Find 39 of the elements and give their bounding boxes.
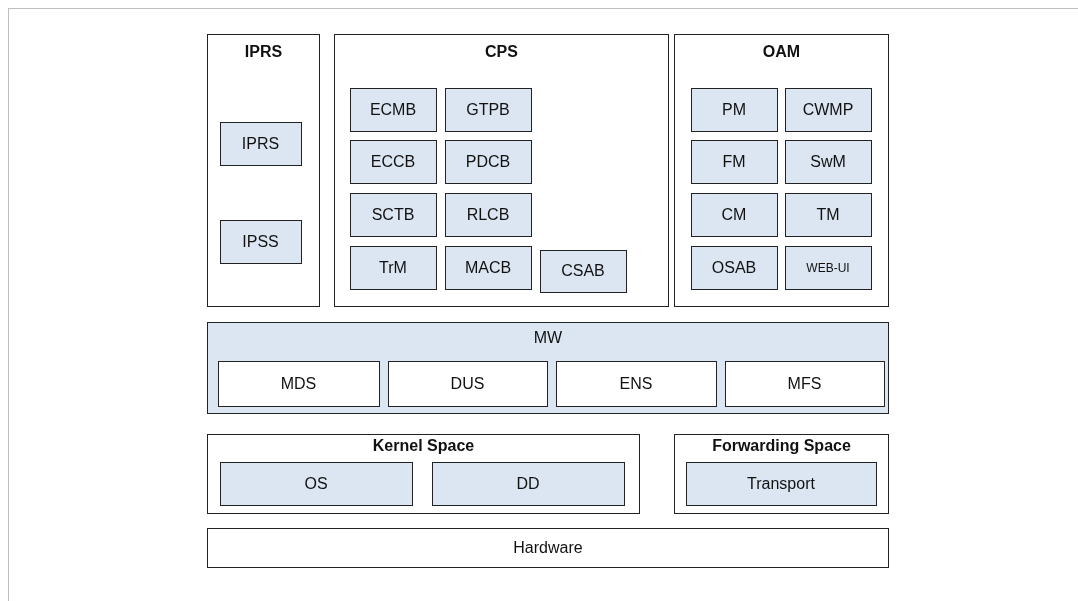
module-box: RLCB: [444, 192, 532, 237]
group-panel: [674, 434, 889, 514]
service-box: Hardware: [207, 528, 889, 568]
module-box: WEB-UI: [784, 245, 872, 290]
module-box: ECCB: [349, 139, 437, 184]
group-panel: [207, 34, 320, 307]
group-title: IPRS: [243, 43, 284, 61]
module-box: ECMB: [349, 87, 437, 132]
service-box: MFS: [724, 360, 885, 407]
module-box: IPRS: [219, 121, 302, 166]
service-box: DUS: [387, 360, 548, 407]
group-title: CPS: [484, 43, 519, 61]
module-box: SCTB: [349, 192, 437, 237]
group-panel: [334, 34, 669, 307]
module-box: PM: [690, 87, 778, 132]
layer-band: [207, 322, 889, 414]
group-panel: [207, 434, 640, 514]
module-box: CSAB: [539, 249, 627, 293]
group-panel: [674, 34, 889, 307]
module-box: DD: [431, 461, 625, 506]
service-box: MDS: [217, 360, 380, 407]
module-box: Transport: [685, 461, 877, 506]
group-title: Kernel Space: [371, 437, 476, 455]
group-title: OAM: [761, 43, 802, 61]
module-box: CM: [690, 192, 778, 237]
module-box: TrM: [349, 245, 437, 290]
group-title: MW: [532, 329, 564, 347]
module-box: OS: [219, 461, 413, 506]
module-box: CWMP: [784, 87, 872, 132]
module-box: MACB: [444, 245, 532, 290]
module-box: TM: [784, 192, 872, 237]
service-box: ENS: [555, 360, 717, 407]
module-box: FM: [690, 139, 778, 184]
module-box: OSAB: [690, 245, 778, 290]
module-box: GTPB: [444, 87, 532, 132]
module-box: IPSS: [219, 219, 302, 264]
module-box: SwM: [784, 139, 872, 184]
module-box: PDCB: [444, 139, 532, 184]
group-title: Forwarding Space: [711, 437, 852, 455]
